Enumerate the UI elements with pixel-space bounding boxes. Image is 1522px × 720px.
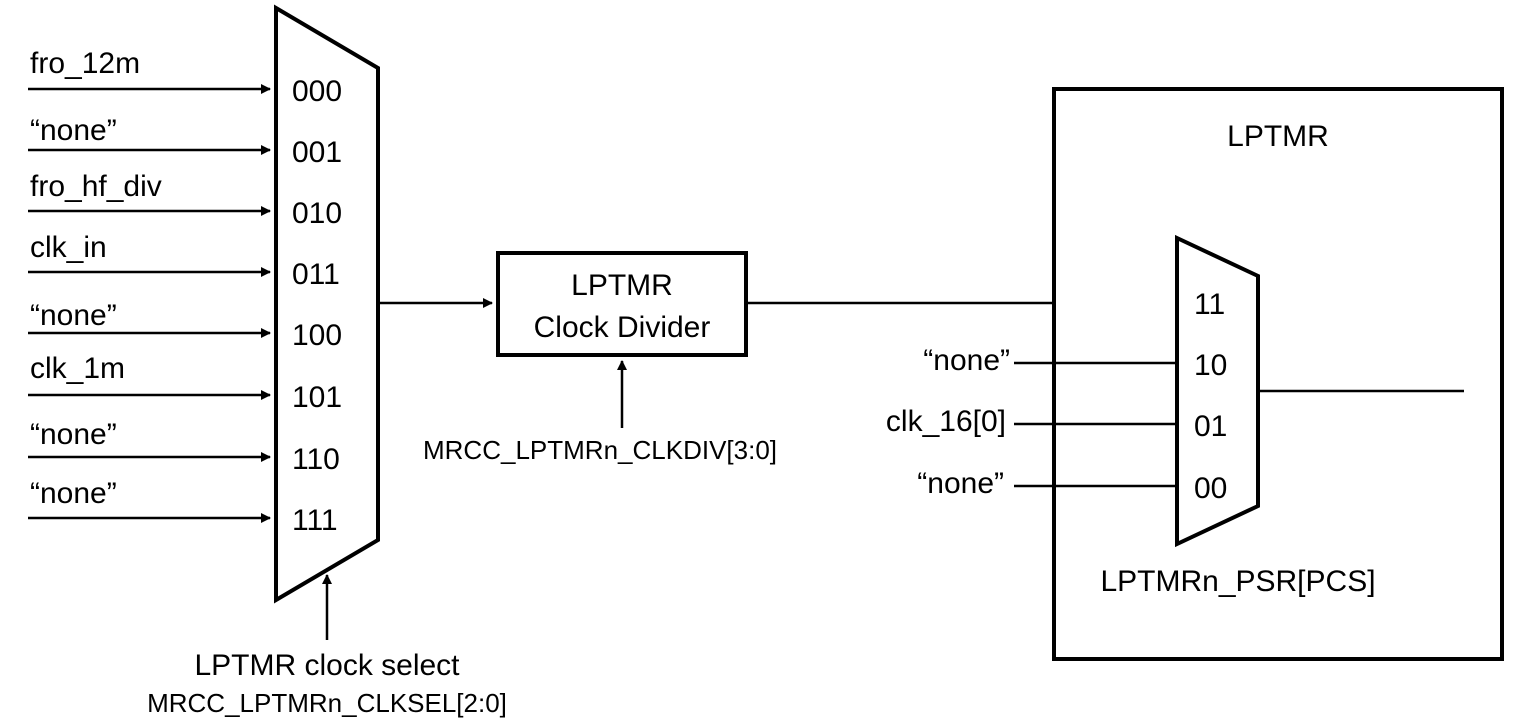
mux1-select-code: 010 (292, 197, 342, 230)
lptmr-block (1052, 87, 1504, 661)
mux1-select-code: 000 (292, 75, 342, 108)
lptmr-title: LPTMR (1227, 120, 1329, 153)
mux1-input-label: fro_hf_div (30, 170, 162, 203)
mux1-select-code: 110 (292, 443, 340, 476)
pcs-mux (1175, 234, 1260, 548)
pcs-input-label: clk_16[0] (886, 405, 1006, 438)
clock-select-caption: LPTMR clock select (194, 649, 460, 682)
pcs-input-label: “none” (923, 344, 1010, 377)
mux1-input-label: clk_1m (30, 352, 125, 385)
mux1-select-code: 101 (292, 381, 342, 414)
mux1-input-label: “none” (30, 418, 117, 451)
pcs-select-code: 11 (1194, 288, 1225, 321)
mux1-input-label: clk_in (30, 231, 107, 264)
clock-select-mux (274, 4, 380, 604)
mux1-input-label: fro_12m (30, 47, 140, 80)
mux1-input-arrows (28, 84, 271, 523)
mux1-input-label: “none” (30, 477, 117, 510)
pcs-input-label: “none” (917, 467, 1004, 500)
mux1-input-label: “none” (30, 299, 117, 332)
mux1-select-code: 011 (292, 258, 340, 291)
mux1-input-label: “none” (30, 114, 117, 147)
divider-line1: LPTMR (571, 269, 673, 302)
clksel-register: MRCC_LPTMRn_CLKSEL[2:0] (147, 688, 507, 718)
pcs-register: LPTMRn_PSR[PCS] (1100, 565, 1375, 598)
pcs-select-code: 01 (1194, 410, 1227, 443)
pcs-select-code: 00 (1194, 472, 1227, 505)
divider-line2: Clock Divider (534, 311, 711, 344)
mux1-select-code: 100 (292, 319, 342, 352)
mux1-select-code: 111 (292, 504, 338, 537)
clkdiv-register: MRCC_LPTMRn_CLKDIV[3:0] (423, 435, 777, 465)
mux1-select-code: 001 (292, 136, 342, 169)
pcs-select-code: 10 (1194, 349, 1227, 382)
clock-divider-box (496, 251, 748, 357)
